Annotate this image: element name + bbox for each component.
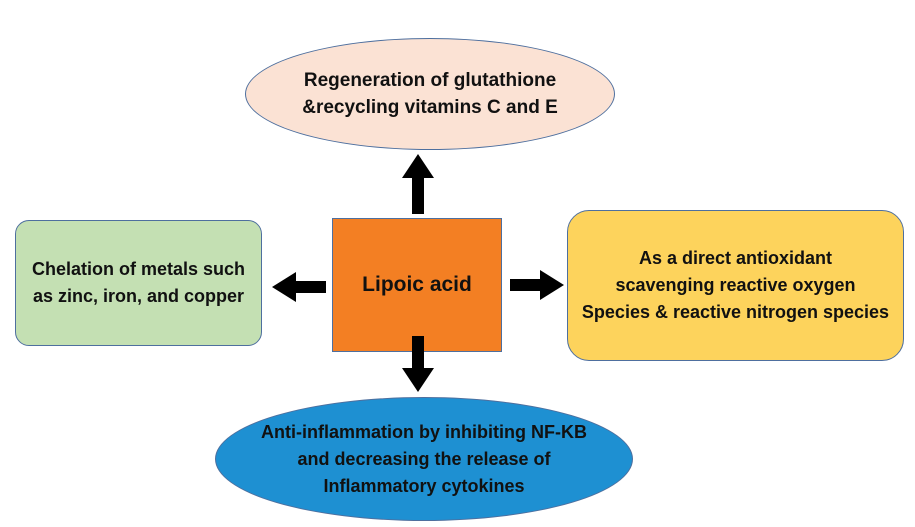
bottom-node-anti-inflammation: Anti-inflammation by inhibiting NF-KB an…: [215, 397, 633, 521]
right-node-direct-antioxidant: As a direct antioxidant scavenging react…: [567, 210, 904, 361]
arrow-right: [510, 270, 564, 300]
center-node-lipoic-acid: Lipoic acid: [332, 218, 502, 352]
top-node-glutathione-regeneration: Regeneration of glutathione &recycling v…: [245, 38, 615, 150]
arrow-left: [272, 272, 326, 302]
left-node-metal-chelation: Chelation of metals such as zinc, iron, …: [15, 220, 262, 346]
right-node-text: As a direct antioxidant scavenging react…: [581, 248, 890, 322]
arrow-up: [402, 154, 434, 214]
center-node-label: Lipoic acid: [362, 273, 472, 296]
top-node-text: Regeneration of glutathione &recycling v…: [302, 70, 558, 118]
arrow-down: [402, 336, 434, 392]
left-node-text: Chelation of metals such as zinc, iron, …: [31, 259, 246, 306]
bottom-node-text: Anti-inflammation by inhibiting NF-KB an…: [261, 421, 587, 496]
